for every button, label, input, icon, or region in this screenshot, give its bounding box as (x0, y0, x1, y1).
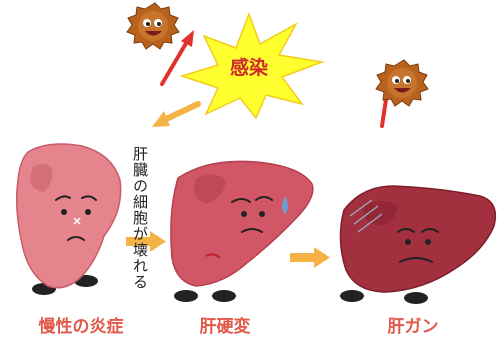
liver-cancer (339, 185, 497, 304)
liver-body (15, 143, 122, 289)
infection-callout: 感染 (229, 57, 268, 79)
liver-scar (205, 253, 221, 259)
liver-body (170, 160, 314, 287)
liver-eye (259, 211, 265, 217)
stage-label-chronic-inflammation: 慢性の炎症 (38, 317, 124, 337)
liver-shade (194, 174, 226, 204)
liver-speed-line (349, 199, 373, 217)
arrow-cirrhosis-to-cancer (290, 247, 330, 268)
liver-eyebrow (55, 195, 71, 201)
liver-eyebrow (231, 198, 251, 203)
virus-pupil (146, 22, 150, 26)
virus-right (375, 59, 429, 128)
liver-mouth (67, 236, 85, 241)
liver-foot (404, 292, 428, 304)
liver-chronic-inflammation (15, 143, 122, 295)
liver-eye (241, 211, 247, 217)
virus-pupil (157, 22, 161, 26)
liver-eye (61, 209, 67, 215)
virus-direction-arrow-head (181, 30, 194, 47)
liver-speed-line (353, 205, 379, 225)
liver-speed-line (357, 213, 383, 233)
infection-burst (179, 11, 325, 120)
virus-mouth (145, 31, 162, 36)
stage-label-cirrhosis: 肝硬変 (199, 317, 251, 337)
liver-eyebrow (421, 228, 439, 233)
virus-direction-arrow-shaft (160, 38, 190, 86)
liver-shade (364, 201, 398, 226)
liver-foot (174, 290, 198, 302)
virus-face (138, 11, 168, 41)
arrow-infection-to-liver (152, 101, 201, 127)
liver-foot (340, 290, 364, 302)
arrow-chronic-to-cirrhosis (126, 231, 166, 252)
virus-face (387, 68, 417, 98)
liver-eye (405, 239, 411, 245)
virus-top (126, 2, 194, 86)
liver-cirrhosis (170, 160, 314, 302)
liver-body (339, 185, 497, 293)
liver-eyebrow (81, 195, 97, 201)
liver-foot (212, 290, 236, 302)
liver-eye (425, 239, 431, 245)
infection-burst-shape (179, 11, 325, 120)
virus-mouth (394, 88, 411, 93)
liver-cell-damage-note: 肝臓の細胞が壊れる (131, 146, 149, 290)
liver-eyebrow (255, 196, 273, 201)
stage-label-liver-cancer: 肝ガン (387, 317, 439, 337)
liver-shade (30, 164, 53, 192)
liver-sweat-mark (73, 217, 81, 225)
liver-eyebrow (397, 228, 415, 233)
liver-mouth (241, 228, 263, 233)
liver-mouth (399, 257, 433, 263)
virus-pupil (406, 79, 410, 83)
liver-sweat-drop (282, 196, 288, 214)
liver-eye (85, 209, 91, 215)
virus-pupil (395, 79, 399, 83)
